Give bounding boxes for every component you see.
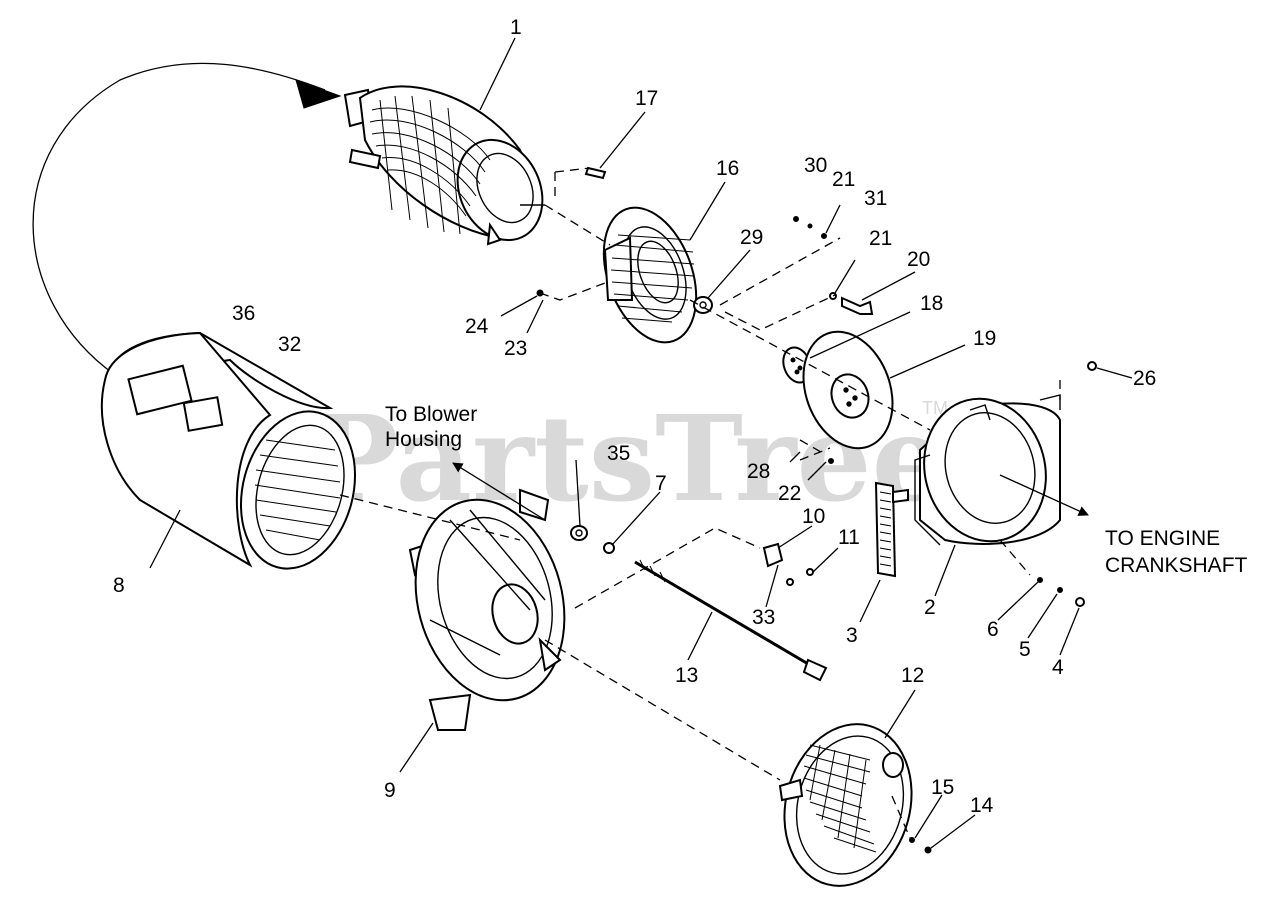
callout-16: 16 bbox=[716, 157, 739, 180]
callout-30: 30 bbox=[804, 154, 827, 177]
callout-36: 36 bbox=[232, 302, 255, 325]
screw-part-33 bbox=[786, 578, 794, 586]
callout-18: 18 bbox=[920, 292, 943, 315]
callout-17: 17 bbox=[635, 87, 658, 110]
blower-note-line2: Housing bbox=[385, 428, 462, 451]
engine-crankshaft-note: TO ENGINE CRANKSHAFT bbox=[1105, 527, 1248, 577]
screw-part-22 bbox=[828, 458, 834, 464]
callout-19: 19 bbox=[973, 327, 996, 350]
grille-cover-part-12 bbox=[778, 723, 913, 887]
callout-24: 24 bbox=[465, 315, 489, 338]
blower-housing-note: To Blower Housing bbox=[385, 403, 477, 451]
callout-32: 32 bbox=[278, 333, 301, 356]
brush-strip-part-3 bbox=[874, 481, 909, 578]
stator-shell-part-8 bbox=[101, 331, 357, 570]
callout-10: 10 bbox=[802, 505, 825, 528]
callout-15: 15 bbox=[931, 776, 954, 799]
blower-note-line1: To Blower bbox=[385, 403, 477, 426]
nut-part-31 bbox=[821, 233, 827, 239]
washer-part-15 bbox=[909, 837, 915, 843]
callout-7: 7 bbox=[655, 472, 667, 495]
callout-33: 33 bbox=[752, 606, 775, 629]
callout-26: 26 bbox=[1133, 367, 1156, 390]
engine-note-line2: CRANKSHAFT bbox=[1105, 554, 1248, 577]
screw-part-4 bbox=[1075, 597, 1085, 607]
screw-part-26 bbox=[1087, 361, 1097, 371]
assembly-lines bbox=[339, 167, 1061, 839]
engine-note-line1: TO ENGINE bbox=[1105, 527, 1220, 550]
callout-20: 20 bbox=[907, 248, 930, 271]
rotor-windings bbox=[369, 95, 491, 235]
assembly-arc-arrow bbox=[32, 62, 326, 376]
callout-numbers: 1 17 16 30 21 31 29 21 20 18 19 26 24 23… bbox=[113, 16, 1156, 817]
callout-28: 28 bbox=[747, 460, 770, 483]
callout-4: 4 bbox=[1052, 656, 1064, 679]
small-hardware bbox=[536, 216, 1097, 854]
callout-23: 23 bbox=[504, 337, 527, 360]
callout-14: 14 bbox=[970, 794, 994, 817]
assembly-arc-arrowhead bbox=[295, 79, 342, 109]
callout-21-mid: 21 bbox=[869, 227, 892, 250]
end-bell-part-9 bbox=[408, 488, 566, 731]
callout-31: 31 bbox=[864, 187, 887, 210]
callout-9: 9 bbox=[384, 779, 396, 802]
to-engine-arrow bbox=[999, 474, 1089, 516]
screw-part-14 bbox=[924, 846, 932, 854]
callout-3: 3 bbox=[846, 624, 858, 647]
callout-2: 2 bbox=[924, 596, 936, 619]
screw-part-30 bbox=[793, 216, 799, 222]
callout-6: 6 bbox=[987, 618, 999, 641]
adapter-housing-part-2 bbox=[914, 394, 1061, 546]
callout-35: 35 bbox=[607, 442, 630, 465]
washer-part-5 bbox=[1057, 587, 1063, 593]
disc-part-19 bbox=[802, 330, 894, 450]
callout-8: 8 bbox=[113, 574, 125, 597]
through-bolt-part-13 bbox=[634, 559, 828, 682]
callout-12: 12 bbox=[901, 664, 924, 687]
washer-part-35 bbox=[570, 525, 588, 541]
callout-22: 22 bbox=[778, 482, 801, 505]
callout-29: 29 bbox=[740, 226, 763, 249]
callout-5: 5 bbox=[1019, 638, 1031, 661]
washer-part-6 bbox=[1037, 577, 1043, 583]
bracket-part-10 bbox=[762, 542, 784, 568]
to-blower-arrow bbox=[452, 462, 546, 521]
watermark-trademark: TM bbox=[922, 398, 948, 418]
callout-13: 13 bbox=[675, 664, 698, 687]
callout-11: 11 bbox=[838, 526, 860, 549]
callout-1: 1 bbox=[510, 16, 522, 39]
washer-part-7 bbox=[603, 542, 615, 554]
screw-part-11 bbox=[806, 568, 814, 576]
callout-21-top: 21 bbox=[832, 168, 855, 191]
washer-part-21a bbox=[807, 223, 813, 229]
rotor-part-1 bbox=[343, 85, 545, 246]
washer-part-21b bbox=[829, 292, 837, 300]
fan-ring-part-16 bbox=[602, 206, 698, 344]
leader-lines bbox=[149, 37, 1133, 849]
bolt-part-20 bbox=[841, 296, 874, 315]
pin-part-17 bbox=[584, 166, 607, 180]
